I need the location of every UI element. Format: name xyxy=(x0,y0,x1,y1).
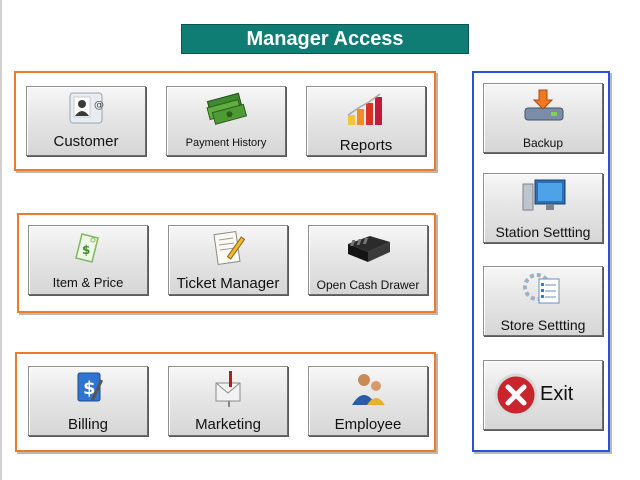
close-icon xyxy=(494,373,538,417)
side-panel: Backup Station Settting Store Settting E… xyxy=(472,71,610,452)
reports-button[interactable]: Reports xyxy=(306,86,426,156)
marketing-button[interactable]: Marketing xyxy=(168,366,288,436)
ticket-manager-label: Ticket Manager xyxy=(176,275,280,292)
mailbox-icon xyxy=(215,371,241,407)
marketing-label: Marketing xyxy=(195,416,261,433)
billing-button[interactable]: $ Billing xyxy=(28,366,148,436)
button-group-customer: @ Customer Payment History Reports xyxy=(14,71,436,171)
customer-button[interactable]: @ Customer xyxy=(26,86,146,156)
payment-history-label: Payment History xyxy=(185,137,267,149)
ticket-manager-button[interactable]: Ticket Manager xyxy=(168,225,288,295)
button-group-items: $ Item & Price Ticket Manager Open Cash … xyxy=(17,213,436,313)
contact-card-icon: @ xyxy=(69,92,104,124)
svg-text:$: $ xyxy=(82,243,90,257)
settings-checklist-icon xyxy=(523,273,560,304)
svg-text:@: @ xyxy=(94,100,104,111)
svg-text:$: $ xyxy=(83,378,96,399)
station-setting-button[interactable]: Station Settting xyxy=(483,173,603,243)
document-pencil-icon xyxy=(213,231,246,265)
billing-label: Billing xyxy=(67,416,109,433)
exit-button[interactable]: Exit xyxy=(483,360,603,430)
users-icon xyxy=(352,374,385,405)
open-cash-drawer-button[interactable]: Open Cash Drawer xyxy=(308,225,428,295)
employee-label: Employee xyxy=(334,416,402,433)
button-group-billing: $ Billing Marketing Employee xyxy=(15,352,436,452)
dollar-document-icon: $ xyxy=(77,372,104,402)
exit-label: Exit xyxy=(540,383,574,405)
store-setting-label: Store Settting xyxy=(500,317,586,333)
backup-button[interactable]: Backup xyxy=(483,83,603,153)
backup-drive-icon xyxy=(524,89,564,121)
bar-chart-icon xyxy=(347,93,382,125)
station-setting-label: Station Settting xyxy=(495,224,591,240)
backup-label: Backup xyxy=(522,136,564,150)
item-price-label: Item & Price xyxy=(52,275,124,290)
open-cash-drawer-label: Open Cash Drawer xyxy=(316,278,420,292)
payment-history-button[interactable]: Payment History xyxy=(166,86,286,156)
window-left-edge xyxy=(0,0,2,480)
computer-monitor-icon xyxy=(522,179,566,211)
money-stack-icon xyxy=(206,92,248,125)
cash-drawer-icon xyxy=(348,236,390,262)
page-title: Manager Access xyxy=(181,24,469,54)
item-price-button[interactable]: $ Item & Price xyxy=(28,225,148,295)
reports-label: Reports xyxy=(339,137,393,154)
store-setting-button[interactable]: Store Settting xyxy=(483,266,603,336)
price-tag-icon: $ xyxy=(75,233,99,263)
customer-label: Customer xyxy=(53,133,119,150)
employee-button[interactable]: Employee xyxy=(308,366,428,436)
